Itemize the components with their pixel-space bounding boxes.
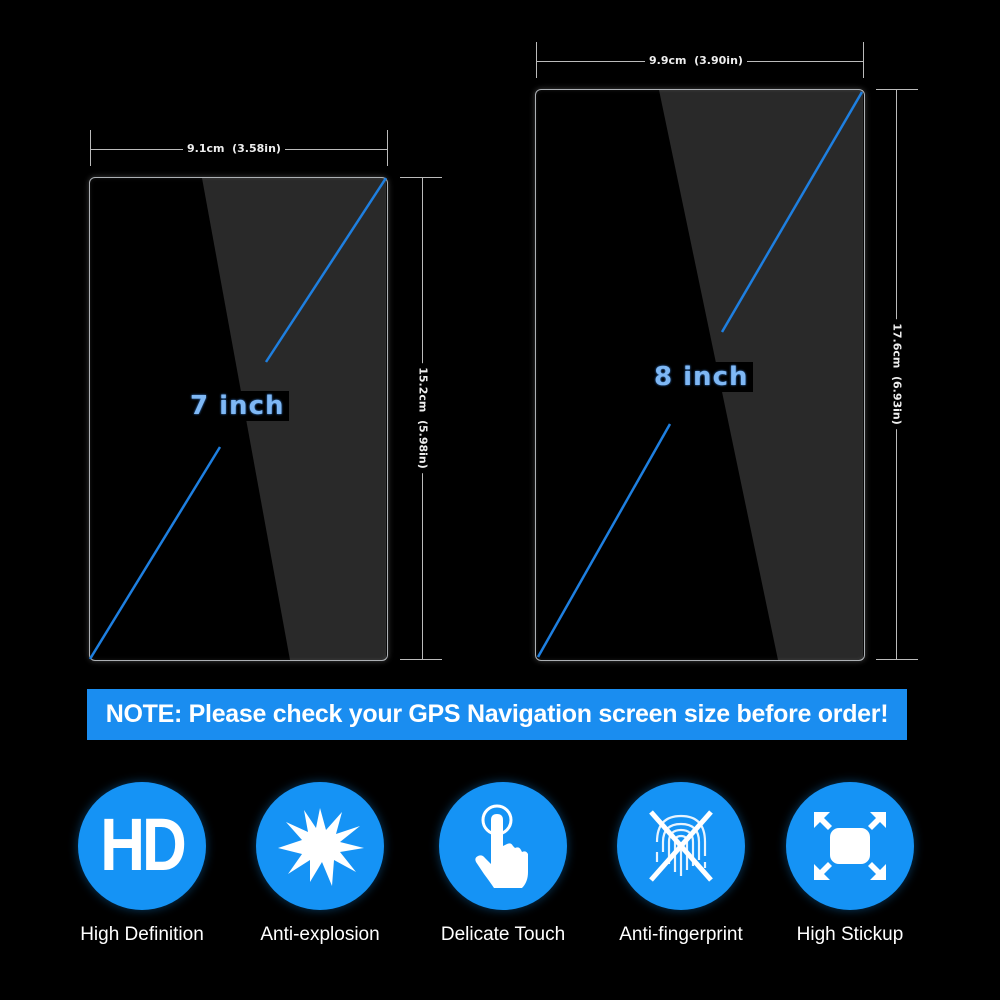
- feature-label: Anti-fingerprint: [619, 924, 743, 945]
- feature-anti-explosion: Anti-explosion: [235, 782, 405, 946]
- inch-label-7: 7 inch: [186, 391, 289, 421]
- feature-label: Anti-explosion: [260, 924, 380, 945]
- fingerprint-crossed-icon: [617, 782, 745, 910]
- hd-icon: HD: [78, 782, 206, 910]
- feature-anti-fingerprint: Anti-fingerprint: [596, 782, 766, 946]
- expand-arrows-icon: [786, 782, 914, 910]
- height-line-bottom-tick: [400, 659, 442, 660]
- screen-outline-8: [535, 89, 865, 661]
- feature-high-stickup: High Stickup: [765, 782, 935, 946]
- touch-hand-icon: [439, 782, 567, 910]
- height-line-top-tick: [400, 177, 442, 178]
- feature-high-definition: HD High Definition: [57, 782, 227, 946]
- inch-label-8: 8 inch: [650, 362, 753, 392]
- feature-label: High Definition: [80, 924, 204, 945]
- height-line-top-tick: [876, 89, 918, 90]
- width-line-right-tick: [387, 130, 388, 166]
- hd-icon-text: HD: [100, 804, 187, 887]
- height-line-bottom-tick: [876, 659, 918, 660]
- width-line-left-tick: [90, 130, 91, 166]
- width-line-right-tick: [863, 42, 864, 78]
- width-label-7: 9.1cm (3.58in): [183, 142, 285, 155]
- note-banner: NOTE: Please check your GPS Navigation s…: [87, 689, 907, 740]
- feature-label: High Stickup: [796, 924, 904, 945]
- screen-outline-7: [89, 177, 388, 661]
- feature-label: Delicate Touch: [440, 924, 566, 945]
- feature-delicate-touch: Delicate Touch: [418, 782, 588, 946]
- explosion-icon: [256, 782, 384, 910]
- width-line-left-tick: [536, 42, 537, 78]
- width-label-8: 9.9cm (3.90in): [645, 54, 747, 67]
